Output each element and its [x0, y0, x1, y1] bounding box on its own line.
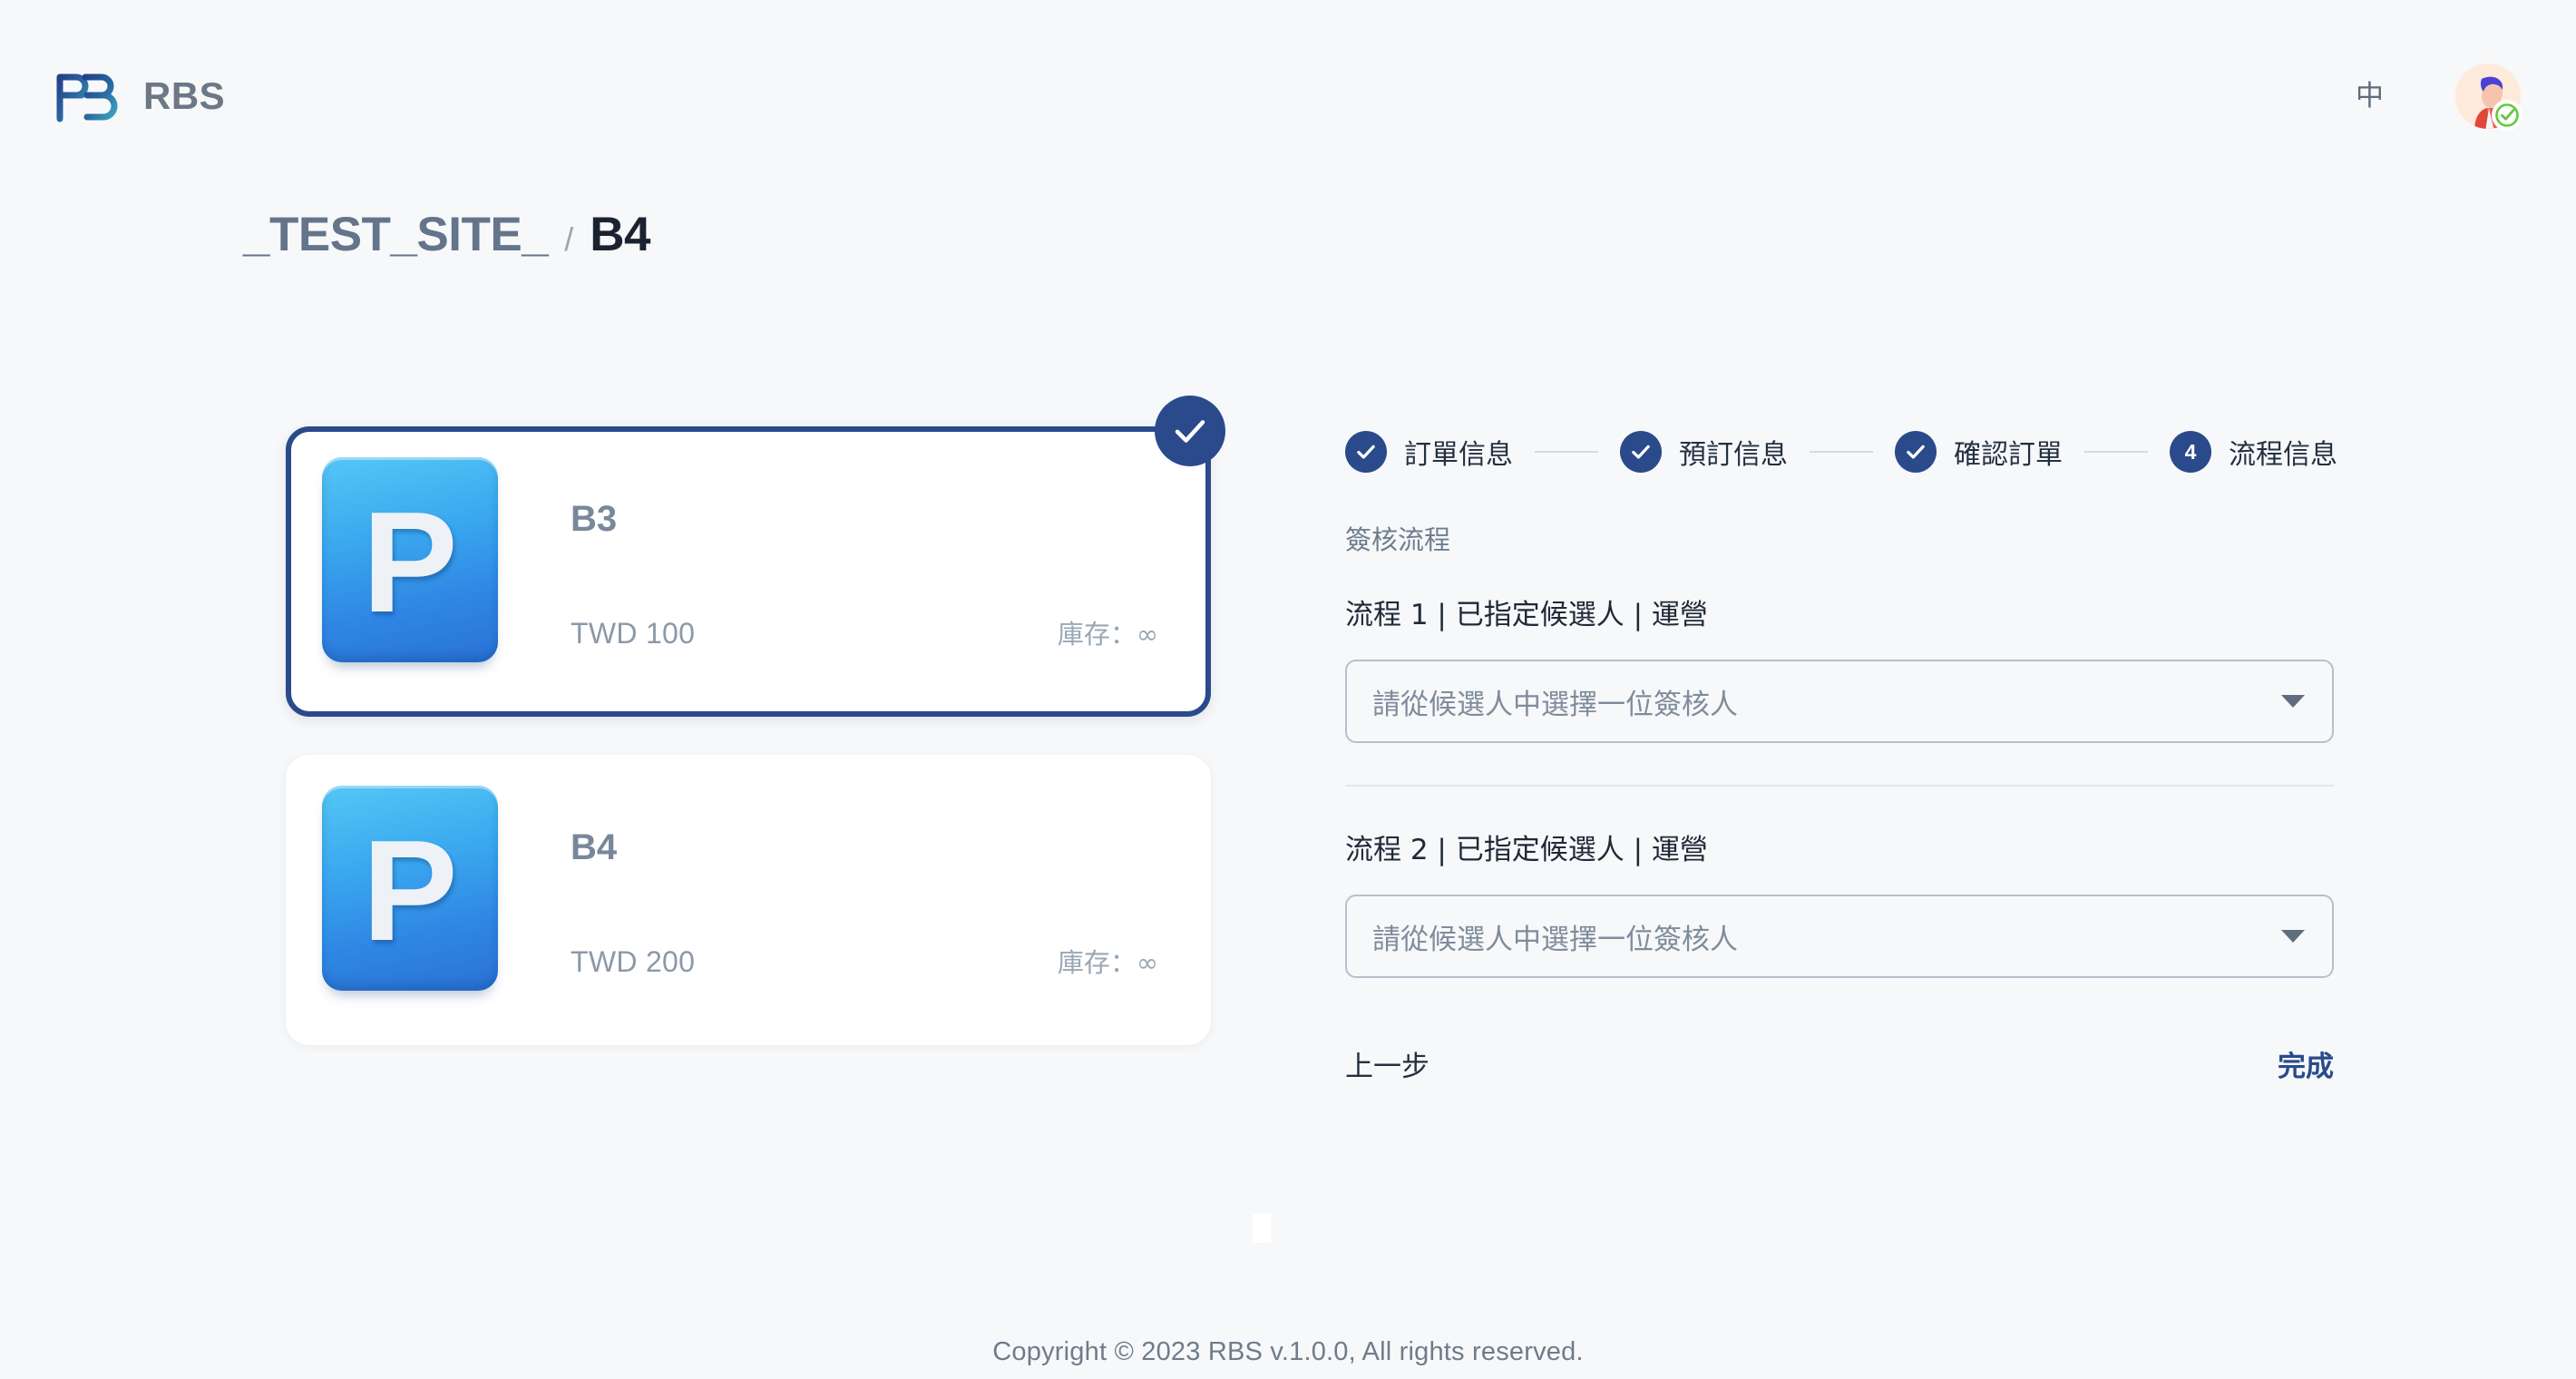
chevron-down-icon: [2281, 695, 2305, 708]
product-meta: TWD 100 庫存：∞: [571, 613, 1158, 651]
breadcrumb: _TEST_SITE_ / B4: [243, 210, 650, 259]
approver-select-placeholder: 請從候選人中選擇一位簽核人: [1372, 688, 1738, 721]
product-stock: 庫存：∞: [1057, 619, 1158, 650]
product-stock: 庫存：∞: [1057, 947, 1158, 978]
brand[interactable]: RBS: [54, 68, 225, 124]
step-marker: [1895, 431, 1937, 473]
product-card-b3[interactable]: P B3 TWD 100 庫存：∞: [286, 396, 1225, 717]
product-thumbnail: P: [322, 786, 498, 991]
step-connector: [1535, 451, 1598, 453]
step-confirm-order[interactable]: 確認訂單: [1895, 431, 2063, 473]
verified-check-icon: [2495, 103, 2519, 127]
approver-select-1[interactable]: 請從候選人中選擇一位簽核人: [1345, 660, 2334, 743]
step-label: 預訂信息: [1679, 439, 1788, 471]
product-price: TWD 100: [571, 617, 696, 650]
flow-label: 流程 1 | 已指定候選人 | 運營: [1345, 599, 1708, 631]
header-actions: 中: [2347, 61, 2523, 132]
footer-copyright: Copyright © 2023 RBS v.1.0.0, All rights…: [992, 1337, 1584, 1366]
product-card-b4[interactable]: P B4 TWD 200 庫存：∞: [286, 755, 1211, 1045]
footer-placeholder-glyph: [1253, 1214, 1271, 1243]
step-marker: [1620, 431, 1662, 473]
flow-group-1: 流程 1 | 已指定候選人 | 運營 請從候選人中選擇一位簽核人: [1345, 592, 2334, 743]
product-thumbnail-letter: P: [362, 811, 458, 971]
check-icon: [1632, 445, 1650, 459]
section-title: 簽核流程: [1345, 524, 1451, 555]
step-connector: [1810, 451, 1873, 453]
product-name: B4: [571, 827, 618, 867]
approver-select-2[interactable]: 請從候選人中選擇一位簽核人: [1345, 895, 2334, 978]
breadcrumb-site[interactable]: _TEST_SITE_: [243, 208, 549, 261]
breadcrumb-separator: /: [564, 220, 574, 258]
product-info: B4 TWD 200 庫存：∞: [498, 786, 1175, 991]
checkout-stepper: 訂單信息 預訂信息: [1345, 426, 2337, 477]
finish-button[interactable]: 完成: [2278, 1043, 2334, 1084]
step-number: 4: [2184, 439, 2197, 464]
page-title: B4: [590, 208, 650, 261]
section-divider: [1345, 785, 2334, 787]
flow-group-2: 流程 2 | 已指定候選人 | 運營 請從候選人中選擇一位簽核人: [1345, 826, 2334, 978]
product-name: B3: [571, 499, 618, 539]
check-icon: [1357, 445, 1375, 459]
step-reservation-info[interactable]: 預訂信息: [1620, 431, 1788, 473]
product-thumbnail-letter: P: [362, 483, 458, 642]
app-header: RBS 中: [0, 0, 2576, 192]
check-icon: [1907, 445, 1925, 459]
step-label: 確認訂單: [1954, 439, 2063, 471]
rbs-logo-icon: [54, 68, 118, 124]
step-marker: [1345, 431, 1387, 473]
brand-name: RBS: [143, 74, 226, 117]
step-flow-info[interactable]: 4 流程信息: [2170, 431, 2337, 473]
product-info: B3 TWD 100 庫存：∞: [498, 457, 1175, 662]
step-marker: 4: [2170, 431, 2211, 473]
product-meta: TWD 200 庫存：∞: [571, 942, 1158, 980]
step-connector: [2084, 451, 2148, 453]
product-thumbnail: P: [322, 457, 498, 662]
language-switch-button[interactable]: 中: [2356, 79, 2384, 112]
selected-badge: [1155, 396, 1225, 466]
step-label: 流程信息: [2229, 439, 2337, 471]
checkout-panel: 訂單信息 預訂信息: [1345, 426, 2337, 1084]
step-label: 訂單信息: [1404, 439, 1513, 471]
avatar[interactable]: [2453, 61, 2523, 132]
product-price: TWD 200: [571, 945, 696, 978]
form-actions: 上一步 完成: [1345, 1043, 2334, 1084]
step-order-info[interactable]: 訂單信息: [1345, 431, 1513, 473]
chevron-down-icon: [2281, 930, 2305, 943]
product-list: P B3 TWD 100 庫存：∞ P B4 TWD 200: [286, 396, 1225, 1045]
approver-select-placeholder: 請從候選人中選擇一位簽核人: [1372, 923, 1738, 956]
previous-step-button[interactable]: 上一步: [1345, 1043, 1429, 1084]
flow-label: 流程 2 | 已指定候選人 | 運營: [1345, 834, 1708, 866]
check-icon: [1175, 420, 1205, 443]
